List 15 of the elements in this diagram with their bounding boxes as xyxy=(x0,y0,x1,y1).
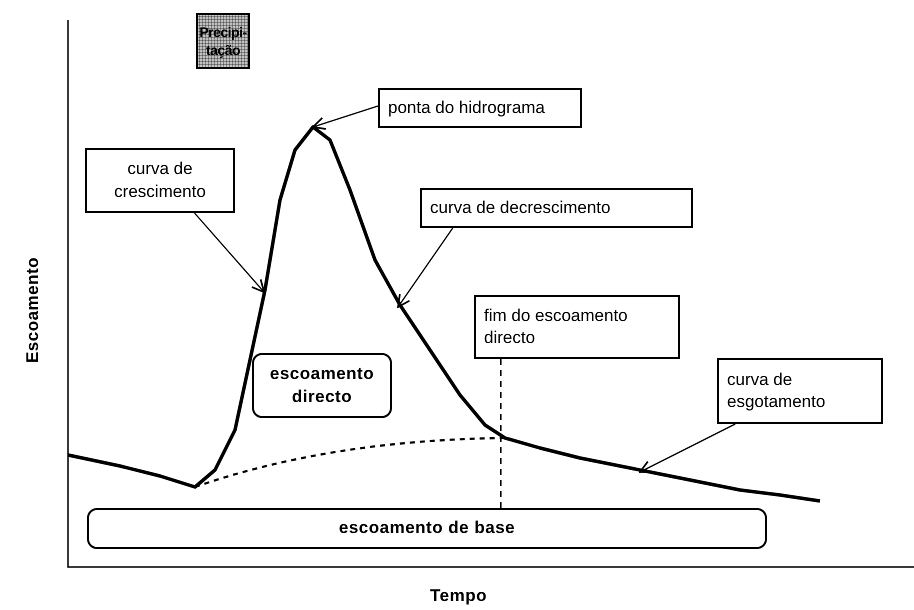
dashed-leader-line xyxy=(500,359,502,508)
callout-box: curva de decrescimento xyxy=(420,188,693,228)
callout-box: fim do escoamento directo xyxy=(474,295,680,359)
y-axis-title: Escoamento xyxy=(23,256,44,364)
leader-line xyxy=(194,212,265,293)
hatched-box: Precipi- tação xyxy=(196,13,250,69)
leader-line xyxy=(312,105,378,130)
rounded-box: escoamento de base xyxy=(87,508,767,549)
leader-line xyxy=(397,228,454,308)
rounded-box: escoamento directo xyxy=(252,353,392,418)
callout-box: curva de crescimento xyxy=(85,148,235,213)
callout-box: ponta do hidrograma xyxy=(378,88,582,128)
x-axis-title: Tempo xyxy=(430,586,487,606)
callout-box: curva de esgotamento xyxy=(717,358,883,424)
leader-line xyxy=(639,423,736,473)
